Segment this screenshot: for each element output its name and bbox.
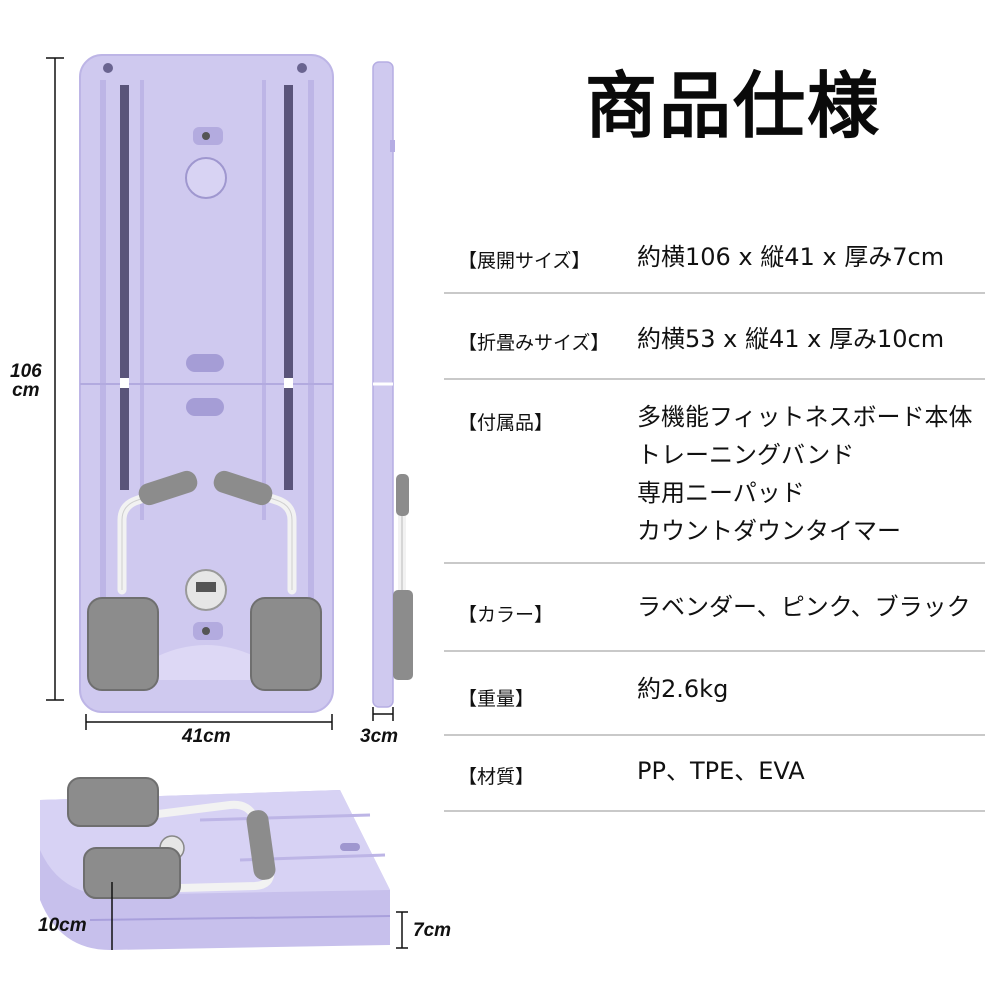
spec-value: 多機能フィットネスボード本体 [637, 403, 973, 431]
board-side-view [372, 61, 413, 708]
folded-thickness-label: 10cm [38, 915, 87, 936]
board-top-view [79, 54, 334, 713]
width-label: 41cm [182, 726, 231, 747]
spec-value: カウントダウンタイマー [637, 517, 901, 545]
spec-label: 【カラー】 [458, 604, 554, 626]
spec-label: 【重量】 [458, 688, 535, 710]
spec-value: PP、TPE、EVA [637, 757, 805, 785]
spec-value: トレーニングバンド [637, 441, 855, 469]
spec-label: 【折畳みサイズ】 [458, 332, 610, 354]
spec-value: 専用ニーパッド [637, 479, 805, 507]
spec-row-weight: 【重量】 約2.6kg [444, 650, 985, 736]
length-dimension-line [46, 57, 64, 701]
spec-row-color: 【カラー】 ラベンダー、ピンク、ブラック [444, 562, 985, 652]
spec-label: 【展開サイズ】 [458, 250, 591, 272]
spec-value: 約横53 x 縦41 x 厚み10cm [637, 325, 945, 353]
folded-thickness-dimension-line [111, 882, 408, 950]
spec-row-unfolded-size: 【展開サイズ】 約横106 x 縦41 x 厚み7cm [444, 220, 985, 294]
spec-value: ラベンダー、ピンク、ブラック [637, 593, 971, 621]
spec-label: 【付属品】 [458, 412, 554, 434]
length-label: 106 cm [10, 361, 42, 401]
spec-label: 【材質】 [458, 766, 535, 788]
spec-row-accessories: 【付属品】 多機能フィットネスボード本体 トレーニングバンド 専用ニーパッド カ… [444, 378, 985, 564]
spec-value: 約横106 x 縦41 x 厚み7cm [637, 243, 945, 271]
width-dimension-line [85, 714, 333, 730]
page-title: 商品仕様 [585, 64, 882, 148]
side-thickness-dimension-line [372, 707, 394, 721]
spec-row-material: 【材質】 PP、TPE、EVA [444, 734, 985, 812]
board-folded-view [40, 777, 391, 950]
spec-row-folded-size: 【折畳みサイズ】 約横53 x 縦41 x 厚み10cm [444, 292, 985, 380]
spec-value: 約2.6kg [637, 675, 729, 703]
side-height-label: 7cm [413, 920, 452, 941]
side-thickness-label: 3cm [360, 726, 399, 747]
